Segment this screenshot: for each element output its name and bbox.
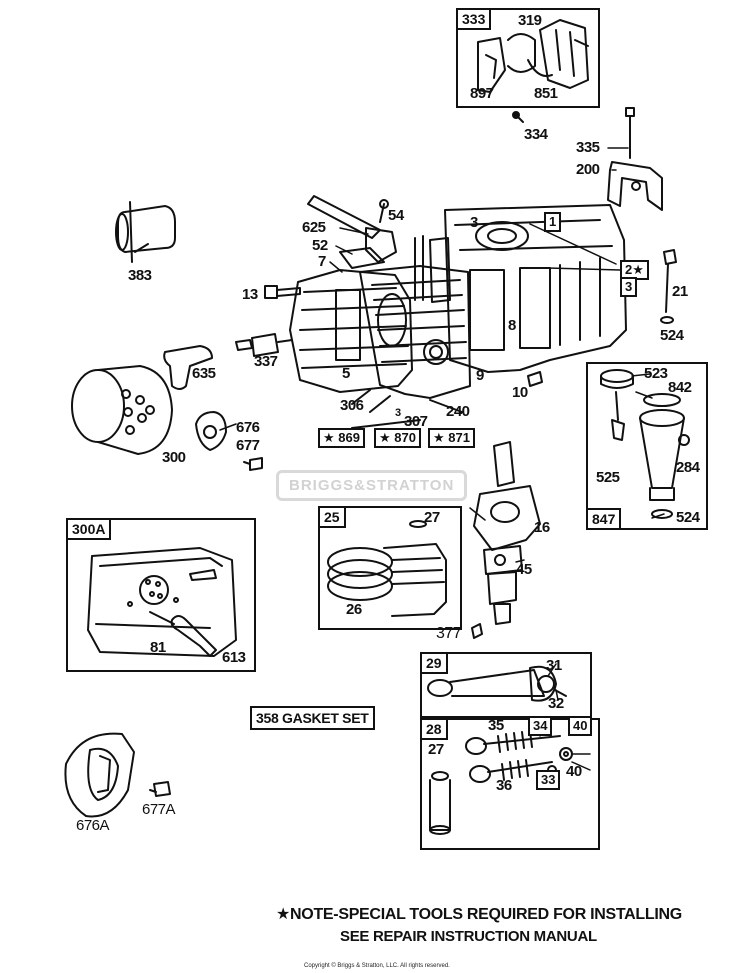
muffler-guard-drawing <box>195 411 263 471</box>
label-5: 5 <box>342 365 350 382</box>
leader-lines-head <box>351 389 463 429</box>
label-45: 45 <box>516 561 532 578</box>
label-9: 9 <box>476 367 484 384</box>
label-81: 81 <box>150 639 166 656</box>
label-3-small: 3 <box>395 407 401 419</box>
guard-676A-drawing <box>64 732 171 818</box>
label-54: 54 <box>388 207 404 224</box>
muffler-drawing <box>71 365 173 455</box>
box-label-333: 333 <box>458 10 492 30</box>
label-377: 377 <box>436 625 462 642</box>
box-label-28: 28 <box>422 720 448 740</box>
label-635: 635 <box>192 365 216 382</box>
label-31: 31 <box>546 657 562 674</box>
label-33-box: 33 <box>536 770 561 790</box>
bolt-13-drawing <box>264 285 301 299</box>
bracket-200-drawing <box>607 107 663 211</box>
governor-linkage-drawing <box>477 19 589 93</box>
label-40: 40 <box>566 763 582 780</box>
label-3-box: 3 <box>620 277 638 297</box>
label-34-box: 34 <box>528 716 553 736</box>
label-523: 523 <box>644 365 668 382</box>
box-28: 28 <box>420 718 600 850</box>
label-851: 851 <box>534 85 558 102</box>
label-8: 8 <box>508 317 516 334</box>
label-677A: 677A <box>142 801 176 818</box>
special-tool-869: ★ 869 <box>318 428 365 448</box>
label-334: 334 <box>524 126 548 143</box>
label-676: 676 <box>236 419 260 436</box>
box-label-300A: 300A <box>68 520 112 540</box>
label-383: 383 <box>128 267 152 284</box>
watermark: BRIGGS&STRATTON <box>276 470 468 501</box>
label-337: 337 <box>254 353 278 370</box>
label-897: 897 <box>470 85 494 102</box>
label-240: 240 <box>446 403 470 420</box>
label-842: 842 <box>668 379 692 396</box>
box-label-847: 847 <box>588 508 622 528</box>
oil-fill-drawing <box>600 369 690 519</box>
label-335: 335 <box>576 139 600 156</box>
label-1-box: 1 <box>544 212 562 232</box>
connecting-rod-drawing <box>427 665 567 702</box>
special-tools-note: ★NOTE-SPECIAL TOOLS REQUIRED FOR INSTALL… <box>276 906 682 923</box>
label-613: 613 <box>222 649 246 666</box>
label-200: 200 <box>576 161 600 178</box>
label-307: 307 <box>404 413 428 430</box>
label-306: 306 <box>340 397 364 414</box>
label-7: 7 <box>318 253 326 270</box>
label-16: 16 <box>534 519 550 536</box>
screw-334 <box>512 111 520 119</box>
label-40-box: 40 <box>568 716 593 736</box>
label-524: 524 <box>660 327 684 344</box>
label-625: 625 <box>302 219 326 236</box>
cylinder-head-drawing <box>289 265 471 399</box>
crankshaft-drawing <box>471 441 541 639</box>
box-29: 29 <box>420 652 592 718</box>
label-524-box: 524 <box>676 509 700 526</box>
label-13: 13 <box>242 286 258 303</box>
label-21: 21 <box>672 283 688 300</box>
box-333: 333 <box>456 8 600 108</box>
label-26: 26 <box>346 601 362 618</box>
label-319: 319 <box>518 12 542 29</box>
label-300: 300 <box>162 449 186 466</box>
label-35: 35 <box>488 717 504 734</box>
label-525: 525 <box>596 469 620 486</box>
dipstick-drawing <box>660 249 677 324</box>
muffler-300A-drawing <box>87 547 237 657</box>
special-tool-870: ★ 870 <box>374 428 421 448</box>
gasket-set-label: 358 GASKET SET <box>250 706 375 730</box>
box-label-25: 25 <box>320 508 346 528</box>
copyright: Copyright © Briggs & Stratton, LLC. All … <box>304 963 450 969</box>
special-tool-871: ★ 871 <box>428 428 475 448</box>
part-383-drawing <box>115 201 176 263</box>
breather-tube-drawing <box>307 195 397 269</box>
box-25: 25 <box>318 506 462 630</box>
label-27: 27 <box>424 509 440 526</box>
box-847 <box>586 362 708 530</box>
label-284: 284 <box>676 459 700 476</box>
label-676A: 676A <box>76 817 110 834</box>
label-27-box: 27 <box>428 741 444 758</box>
bolt-10-drawing <box>527 371 543 387</box>
label-10: 10 <box>512 384 528 401</box>
plug-boot-drawing <box>163 345 213 390</box>
box-label-29: 29 <box>422 654 448 674</box>
box-300A: 300A <box>66 518 256 672</box>
label-32: 32 <box>548 695 564 712</box>
label-52: 52 <box>312 237 328 254</box>
label-3-top: 3 <box>470 214 478 231</box>
piston-drawing <box>327 520 447 617</box>
repair-manual-note: SEE REPAIR INSTRUCTION MANUAL <box>340 928 597 945</box>
spark-plug-drawing <box>235 333 293 357</box>
label-677: 677 <box>236 437 260 454</box>
label-36: 36 <box>496 777 512 794</box>
